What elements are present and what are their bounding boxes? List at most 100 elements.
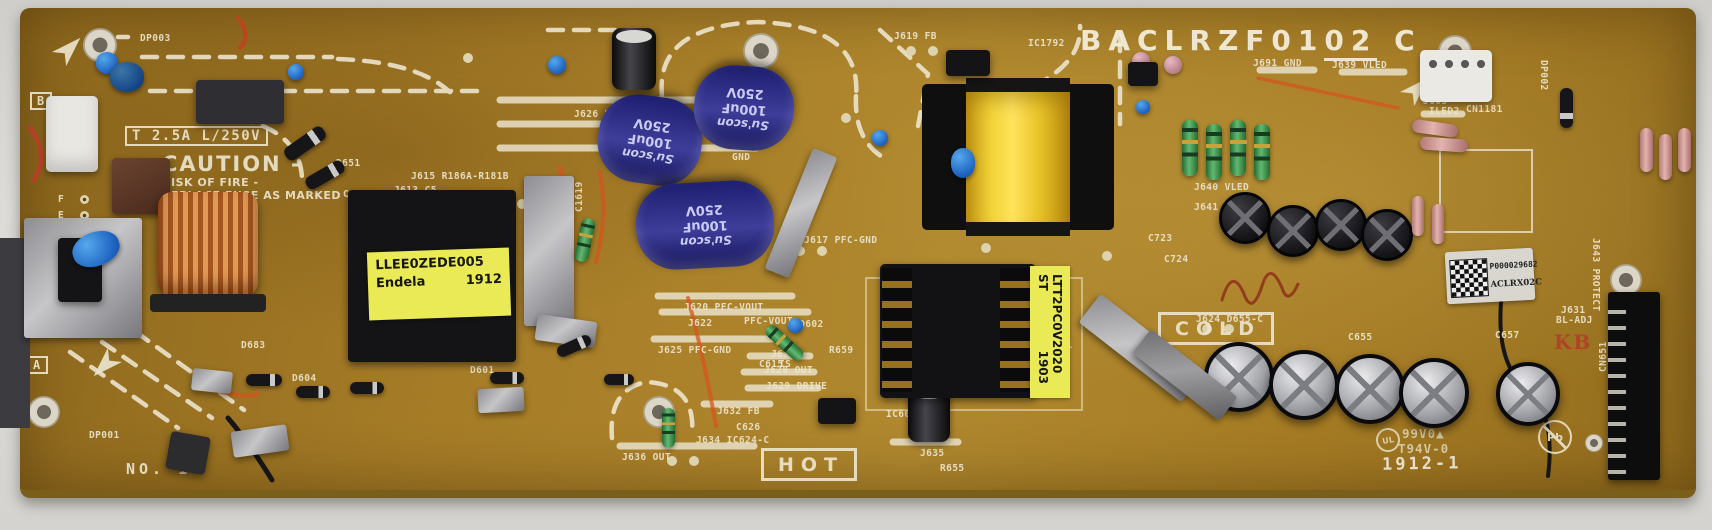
sticker-line1: LLEE0ZEDE005 [375, 254, 485, 274]
resistor-green [662, 408, 675, 448]
heatsink-center [524, 176, 574, 326]
transformer-pin-comb [882, 268, 912, 392]
resistor-pink [1640, 128, 1653, 172]
choke-base [150, 294, 266, 312]
diode [1560, 88, 1573, 128]
film-capacitor [196, 80, 284, 124]
silk-label: J635 [920, 448, 945, 459]
transformer-label-sticker: LLEE0ZEDE005 Endela 1912 [366, 247, 512, 321]
common-mode-choke [158, 192, 258, 296]
silk-label: J622 [688, 318, 713, 329]
silk-label: C615 [759, 359, 784, 370]
qr-serial: P000029682 [1489, 259, 1538, 272]
diode [296, 386, 330, 398]
ltt-st: ST [1036, 274, 1050, 291]
cap-voltage: 250V [726, 83, 765, 102]
resistor-pink [1659, 134, 1672, 180]
caution-line1: CAUTION - [162, 152, 302, 176]
silk-label: DP003 [140, 33, 171, 44]
silk-label: C724 [1164, 254, 1189, 265]
disc-capacitor-pink [1164, 56, 1182, 74]
silk-label: C655 [1348, 332, 1373, 343]
silk-label: R655 [940, 463, 965, 474]
mounting-hole [1585, 434, 1603, 452]
silk-label: J640 VLED [1194, 182, 1250, 193]
resistor-pink [1432, 204, 1444, 244]
output-capacitor-large [1399, 358, 1469, 428]
silk-label: SD602 [793, 319, 824, 330]
kb-stamp: KB [1554, 330, 1593, 354]
silk-label: J624 D655-C [1196, 314, 1264, 325]
silk-label: DP001 [89, 430, 120, 441]
silk-label: ILED2 [1429, 106, 1460, 117]
pb-free-mark: Pb [1538, 420, 1572, 454]
ic-chip [818, 398, 856, 424]
qr-sticker: P000029682 ACLRX02C [1444, 247, 1542, 305]
qr-model: ACLRX02C [1490, 277, 1543, 290]
silk-label: D651 [336, 158, 361, 169]
caution-line2: RISK OF FIRE - [162, 176, 259, 189]
tool-letter: F [58, 194, 65, 205]
cap-value: 100uF [682, 216, 729, 235]
sticker-brand: Endela [375, 274, 426, 292]
silk-label: J634 IC624-C [696, 435, 770, 446]
sticker-date: 1912 [465, 271, 503, 289]
model-rev: C [1394, 24, 1422, 57]
silk-label: J691 GND [1253, 58, 1302, 69]
silk-label: D604 [292, 373, 317, 384]
qr-code [1449, 258, 1490, 299]
mounting-hole [743, 33, 779, 69]
silk-label: CN1181 [1466, 104, 1503, 115]
resistor-green [1206, 124, 1222, 180]
disc-capacitor [110, 62, 144, 92]
ltt-sticker: LTT2PC0V2020 ST 1903 [1030, 266, 1070, 398]
output-capacitor [1219, 192, 1271, 244]
silk-label: R659 [829, 345, 854, 356]
diode [604, 374, 634, 385]
silk-label: IC1792 [1028, 38, 1065, 49]
disc-capacitor [548, 56, 566, 74]
cap-brand: Su'scon [716, 115, 770, 133]
small-component [165, 430, 211, 476]
resistor-pink [1678, 128, 1691, 172]
led-connector-cn1181 [1420, 50, 1492, 102]
silk-label: DP002 [1538, 60, 1549, 91]
output-capacitor [1361, 209, 1413, 261]
model-part1: BACLRZF01 [1080, 24, 1325, 57]
bulk-capacitor: Su'scon 100uF 250V [633, 178, 777, 272]
silk-label: GND [732, 152, 751, 163]
ac-input-connector [46, 96, 98, 172]
silk-label: J615 R186A-R181B [411, 171, 509, 182]
silk-label: J625 PFC-GND [658, 345, 732, 356]
disc-capacitor [872, 130, 888, 146]
fuse-rating-label: T 2.5A L/250V [125, 126, 269, 146]
silk-label: D601 [470, 365, 495, 376]
output-connector-cn651 [1608, 292, 1660, 480]
silk-label: IS [779, 359, 792, 370]
silk-label: J629 DRIVE [766, 381, 828, 392]
disc-capacitor [951, 148, 975, 178]
disc-capacitor [788, 318, 803, 333]
transformer-pin-comb [1000, 268, 1030, 392]
tool-letter: E [58, 210, 65, 221]
ltt-part-number: LTT2PC0V2020 [1050, 274, 1064, 374]
electrolytic-capacitor [612, 28, 656, 90]
cold-zone-label: COLD [1158, 312, 1274, 345]
silk-label: J626 [771, 349, 796, 360]
silk-label: C1619 [574, 181, 585, 212]
silk-label: J631 [1561, 305, 1586, 316]
output-capacitor [1267, 205, 1319, 257]
output-capacitor-large [1496, 362, 1560, 426]
small-component [190, 367, 234, 395]
diode [490, 372, 524, 384]
output-capacitor-large [1269, 350, 1339, 420]
silk-label: IC602 [886, 409, 917, 420]
mounting-hole [1610, 264, 1642, 296]
resistor-pink [1412, 196, 1424, 236]
bulk-capacitor: Su'scon 100uF 250V [691, 62, 797, 154]
silk-label: J617 PFC-GND [804, 235, 878, 246]
silk-label: J643 PROTECT [1590, 238, 1601, 312]
ltt-date: 1903 [1036, 350, 1050, 384]
resistor-green [1182, 120, 1198, 176]
